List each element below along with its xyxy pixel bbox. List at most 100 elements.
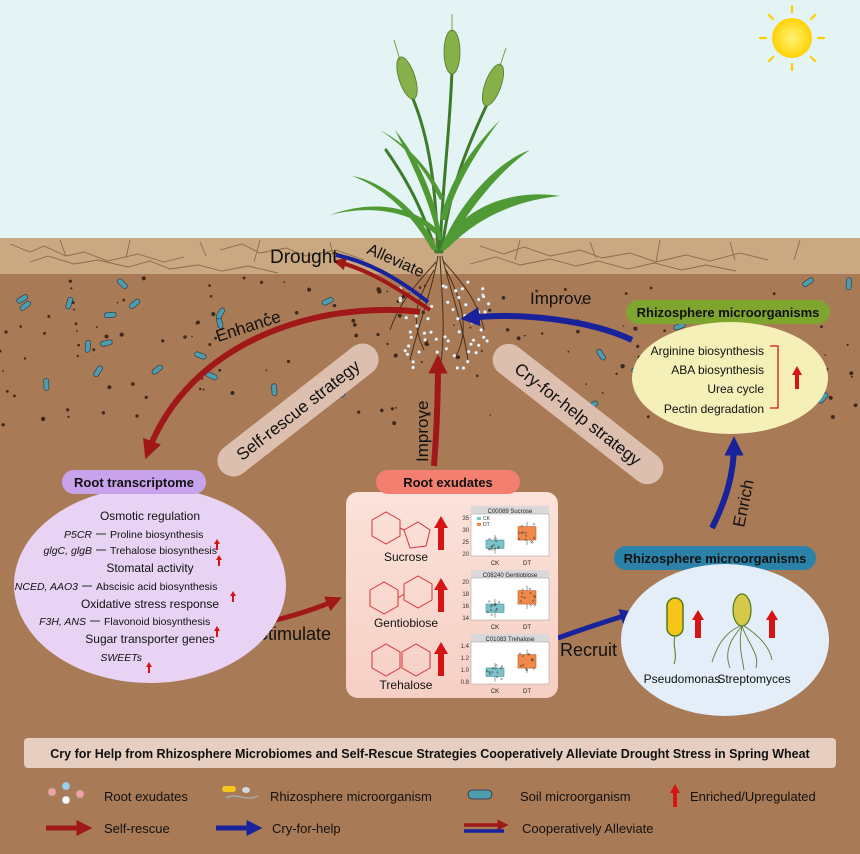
improve-left-label: Improve: [413, 401, 432, 462]
svg-text:Proline biosynthesis: Proline biosynthesis: [110, 529, 203, 541]
legend-entry: DT: [483, 522, 490, 528]
svg-text:Oxidative stress response: Oxidative stress response: [81, 597, 219, 611]
svg-text:Abscisic acid biosynthesis: Abscisic acid biosynthesis: [96, 581, 217, 593]
legend-entry: CK: [483, 516, 491, 522]
box-dt: [517, 654, 537, 669]
stimulate-arrow: [275, 596, 342, 623]
tick-label: 1.4: [461, 644, 470, 650]
group-label: CK: [491, 625, 499, 631]
svg-text:glgC, glgB: glgC, glgB: [44, 545, 92, 557]
soil-microbe-icon: [845, 277, 852, 291]
svg-text:Sugar transporter genes: Sugar transporter genes: [85, 632, 214, 646]
enriched-arrow-icons: [692, 610, 778, 638]
tick-label: 1.2: [461, 656, 470, 662]
soil-microbe-icon: [93, 365, 103, 378]
root-transcriptome-title: Root transcriptome: [74, 475, 194, 490]
soil-microbe-icon: [84, 340, 91, 353]
group-label: DT: [523, 625, 531, 631]
soil-microbe-icon: [802, 277, 814, 287]
svg-text:Stomatal activity: Stomatal activity: [106, 561, 193, 575]
boxplot-title: C08240 Gentiobiose: [483, 573, 538, 579]
root-transcriptome-panel: Root transcriptome Osmotic regulation P5…: [14, 470, 286, 683]
tick-label: 16: [462, 604, 469, 610]
summary-banner: Cry for Help from Rhizosphere Microbiome…: [24, 738, 836, 768]
soil-microbe-icon: [43, 378, 50, 391]
soil-microbe-icon: [194, 351, 207, 360]
group-label: CK: [491, 689, 499, 695]
root-exudates-panel: Root exudates Sucrose Gentiobiose Trehal…: [346, 470, 558, 698]
group-label: DT: [523, 689, 531, 695]
tick-label: 1.0: [461, 668, 470, 674]
drought-label: Drought: [270, 247, 338, 268]
box-dt: [517, 526, 537, 541]
svg-text:ABA biosynthesis: ABA biosynthesis: [671, 363, 764, 377]
legend-label: Rhizosphere microorganism: [270, 789, 432, 804]
wheat-plant-icon: [330, 14, 560, 254]
enhance-arrow: [143, 306, 421, 460]
root-exudates-legend-icon: [47, 781, 85, 805]
streptomyces-icon: [711, 593, 773, 671]
svg-text:Trehalose biosynthesis: Trehalose biosynthesis: [110, 545, 217, 557]
soil-cracks: [9, 239, 801, 274]
tick-label: 30: [462, 528, 469, 534]
cooperatively-alleviate-legend-icon: [464, 819, 509, 833]
soil-microbe-icon: [271, 383, 278, 396]
soil-microbe-icon: [19, 300, 31, 311]
legend-label: Enriched/Upregulated: [690, 789, 816, 804]
box-dt: [517, 590, 537, 605]
legend: Root exudates Rhizosphere microorganism …: [46, 781, 816, 837]
legend-label: Cry-for-help: [272, 821, 341, 836]
trehalose-structure-icon: [371, 643, 431, 677]
improve-rhizosphere-arrow: [460, 307, 634, 343]
soil-microbe-icon: [596, 348, 606, 361]
soil-microbe-icon: [215, 307, 226, 320]
rhizosphere-taxa-panel: Rhizosphere microorganisms Pseudomonas S…: [614, 546, 829, 716]
pseudomonas-icon: [666, 597, 684, 665]
svg-text:Osmotic regulation: Osmotic regulation: [100, 509, 200, 523]
enrich-arrow: [709, 436, 744, 530]
svg-text:F3H, ANS: F3H, ANS: [39, 616, 86, 628]
svg-text:Arginine biosynthesis: Arginine biosynthesis: [651, 344, 764, 358]
enriched-legend-icon: [670, 784, 680, 807]
boxplot-title: C01083 Trehalose: [485, 637, 535, 643]
svg-text:Urea cycle: Urea cycle: [707, 382, 764, 396]
upregulated-arrow-icons: [146, 539, 236, 673]
svg-text:Flavonoid biosynthesis: Flavonoid biosynthesis: [104, 616, 210, 628]
tick-label: 20: [462, 552, 469, 558]
recruit-arrow: [557, 609, 637, 641]
rhizosphere-microorganism-legend-icon: [222, 786, 259, 799]
upregulated-arrow-icons: [434, 516, 448, 676]
boxplot-title: C00089 Sucrose: [488, 509, 533, 515]
taxon-label: Streptomyces: [717, 672, 790, 686]
enriched-arrow-icon: [792, 366, 802, 389]
taxon-label: Pseudomonas: [644, 672, 721, 686]
soil-microbe-icon: [129, 298, 141, 309]
summary-text: Cry for Help from Rhizosphere Microbiome…: [50, 747, 810, 761]
tick-label: 0.8: [461, 680, 470, 686]
tick-label: 20: [462, 580, 469, 586]
recruit-label: Recruit: [560, 640, 617, 660]
boxplot-panel: C01083 Trehalose 1.4 1.2 1.0 0.8CK DT: [461, 634, 550, 695]
soil-microbe-icon: [65, 296, 74, 310]
tick-label: 35: [462, 516, 469, 522]
box-ck: [485, 539, 505, 549]
soil-microbe-icon: [16, 294, 29, 304]
soil-microbe-icon: [151, 364, 163, 375]
improve-exudates-arrow: [428, 354, 448, 467]
gentiobiose-structure-icon: [369, 575, 433, 615]
root-exudates-title: Root exudates: [403, 475, 493, 490]
compound-label: Gentiobiose: [374, 616, 438, 630]
rhizosphere-top-title: Rhizosphere microorganisms: [637, 305, 820, 320]
compound-label: Sucrose: [384, 550, 428, 564]
soil-microbe-icon: [100, 339, 113, 347]
rhizosphere-bottom-title: Rhizosphere microorganisms: [624, 551, 807, 566]
svg-text:NCED, AAO3: NCED, AAO3: [15, 581, 78, 593]
legend-label: Self-rescue: [104, 821, 170, 836]
legend-label: Root exudates: [104, 789, 188, 804]
drought-alleviate-arrows: [333, 253, 432, 312]
soil-microbe-icon: [116, 278, 128, 289]
